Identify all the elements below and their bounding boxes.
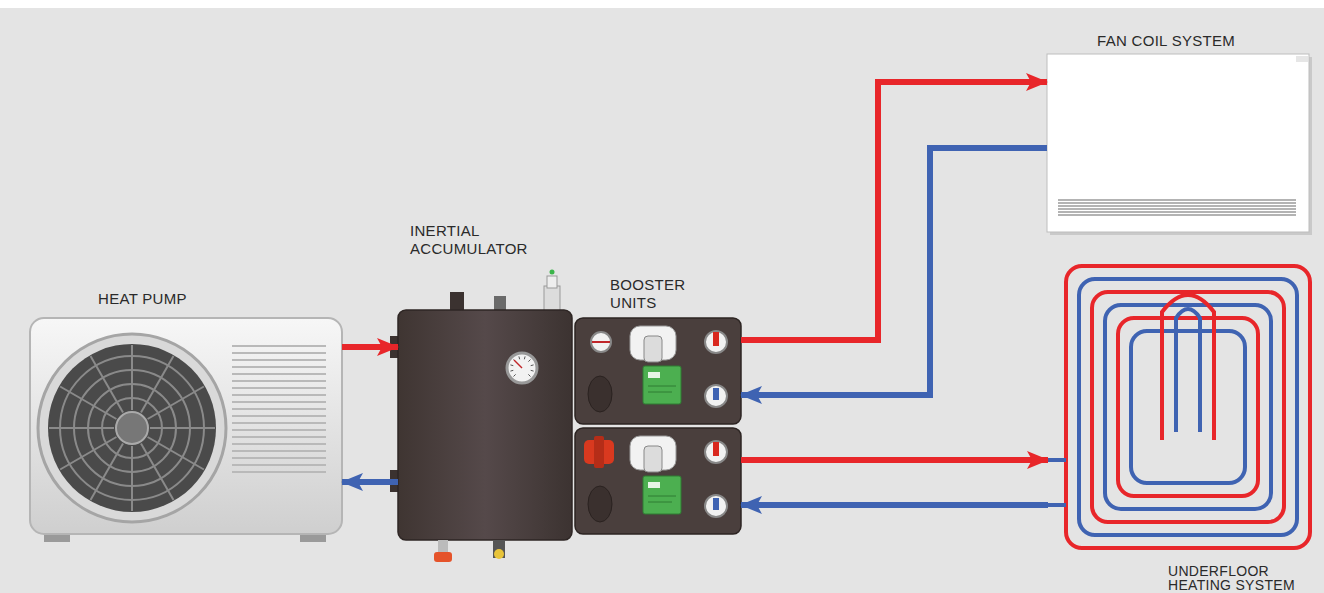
supply-pipe-arrow	[741, 82, 1047, 340]
supply-pipe-arrow	[342, 344, 398, 350]
inertial-accumulator-tank	[390, 270, 572, 563]
heat-pump-unit	[30, 318, 342, 542]
supply-pipe-arrow	[741, 457, 1048, 463]
booster-units	[575, 318, 741, 534]
component-label: BOOSTER UNITS	[610, 276, 710, 312]
top-strip	[0, 0, 1324, 8]
return-pipe-arrow	[342, 479, 398, 485]
component-label: UNDERFLOOR HEATING SYSTEM	[1168, 564, 1316, 593]
component-node: FAN COIL SYSTEM	[1045, 32, 1313, 235]
component-label: INERTIAL ACCUMULATOR	[410, 222, 550, 258]
component-node: BOOSTER UNITS	[574, 276, 742, 538]
underfloor-pipe-coil	[1048, 266, 1310, 548]
component-label: HEAT PUMP	[98, 290, 187, 308]
return-pipe-arrow	[741, 502, 1048, 508]
component-node: INERTIAL ACCUMULATOR	[398, 222, 572, 542]
component-label: FAN COIL SYSTEM	[1097, 32, 1235, 50]
component-node: HEAT PUMP	[28, 290, 344, 546]
fan-coil-unit	[1047, 54, 1312, 235]
return-pipe-arrow	[741, 148, 1047, 395]
component-node: UNDERFLOOR HEATING SYSTEM	[1040, 262, 1316, 593]
